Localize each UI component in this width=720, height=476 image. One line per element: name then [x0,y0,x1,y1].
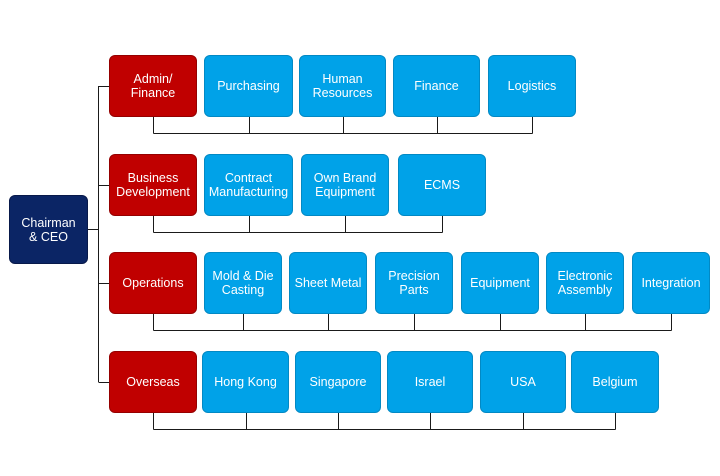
department-box: Singapore [295,351,381,413]
department-box: Precision Parts [375,252,453,314]
department-box: Purchasing [204,55,293,117]
ceo-box: Chairman & CEO [9,195,88,264]
division-box-business-development: Business Development [109,154,197,216]
department-box: Equipment [461,252,539,314]
division-box-operations: Operations [109,252,197,314]
department-box: Sheet Metal [289,252,367,314]
division-box-admin-finance: Admin/ Finance [109,55,197,117]
department-box: Own Brand Equipment [301,154,389,216]
division-box-overseas: Overseas [109,351,197,413]
department-box: Contract Manufacturing [204,154,293,216]
department-box: USA [480,351,566,413]
department-box: Mold & Die Casting [204,252,282,314]
department-box: Logistics [488,55,576,117]
department-box: Hong Kong [202,351,289,413]
department-box: ECMS [398,154,486,216]
department-box: Human Resources [299,55,386,117]
department-box: Belgium [571,351,659,413]
department-box: Electronic Assembly [546,252,624,314]
department-box: Finance [393,55,480,117]
department-box: Israel [387,351,473,413]
department-box: Integration [632,252,710,314]
